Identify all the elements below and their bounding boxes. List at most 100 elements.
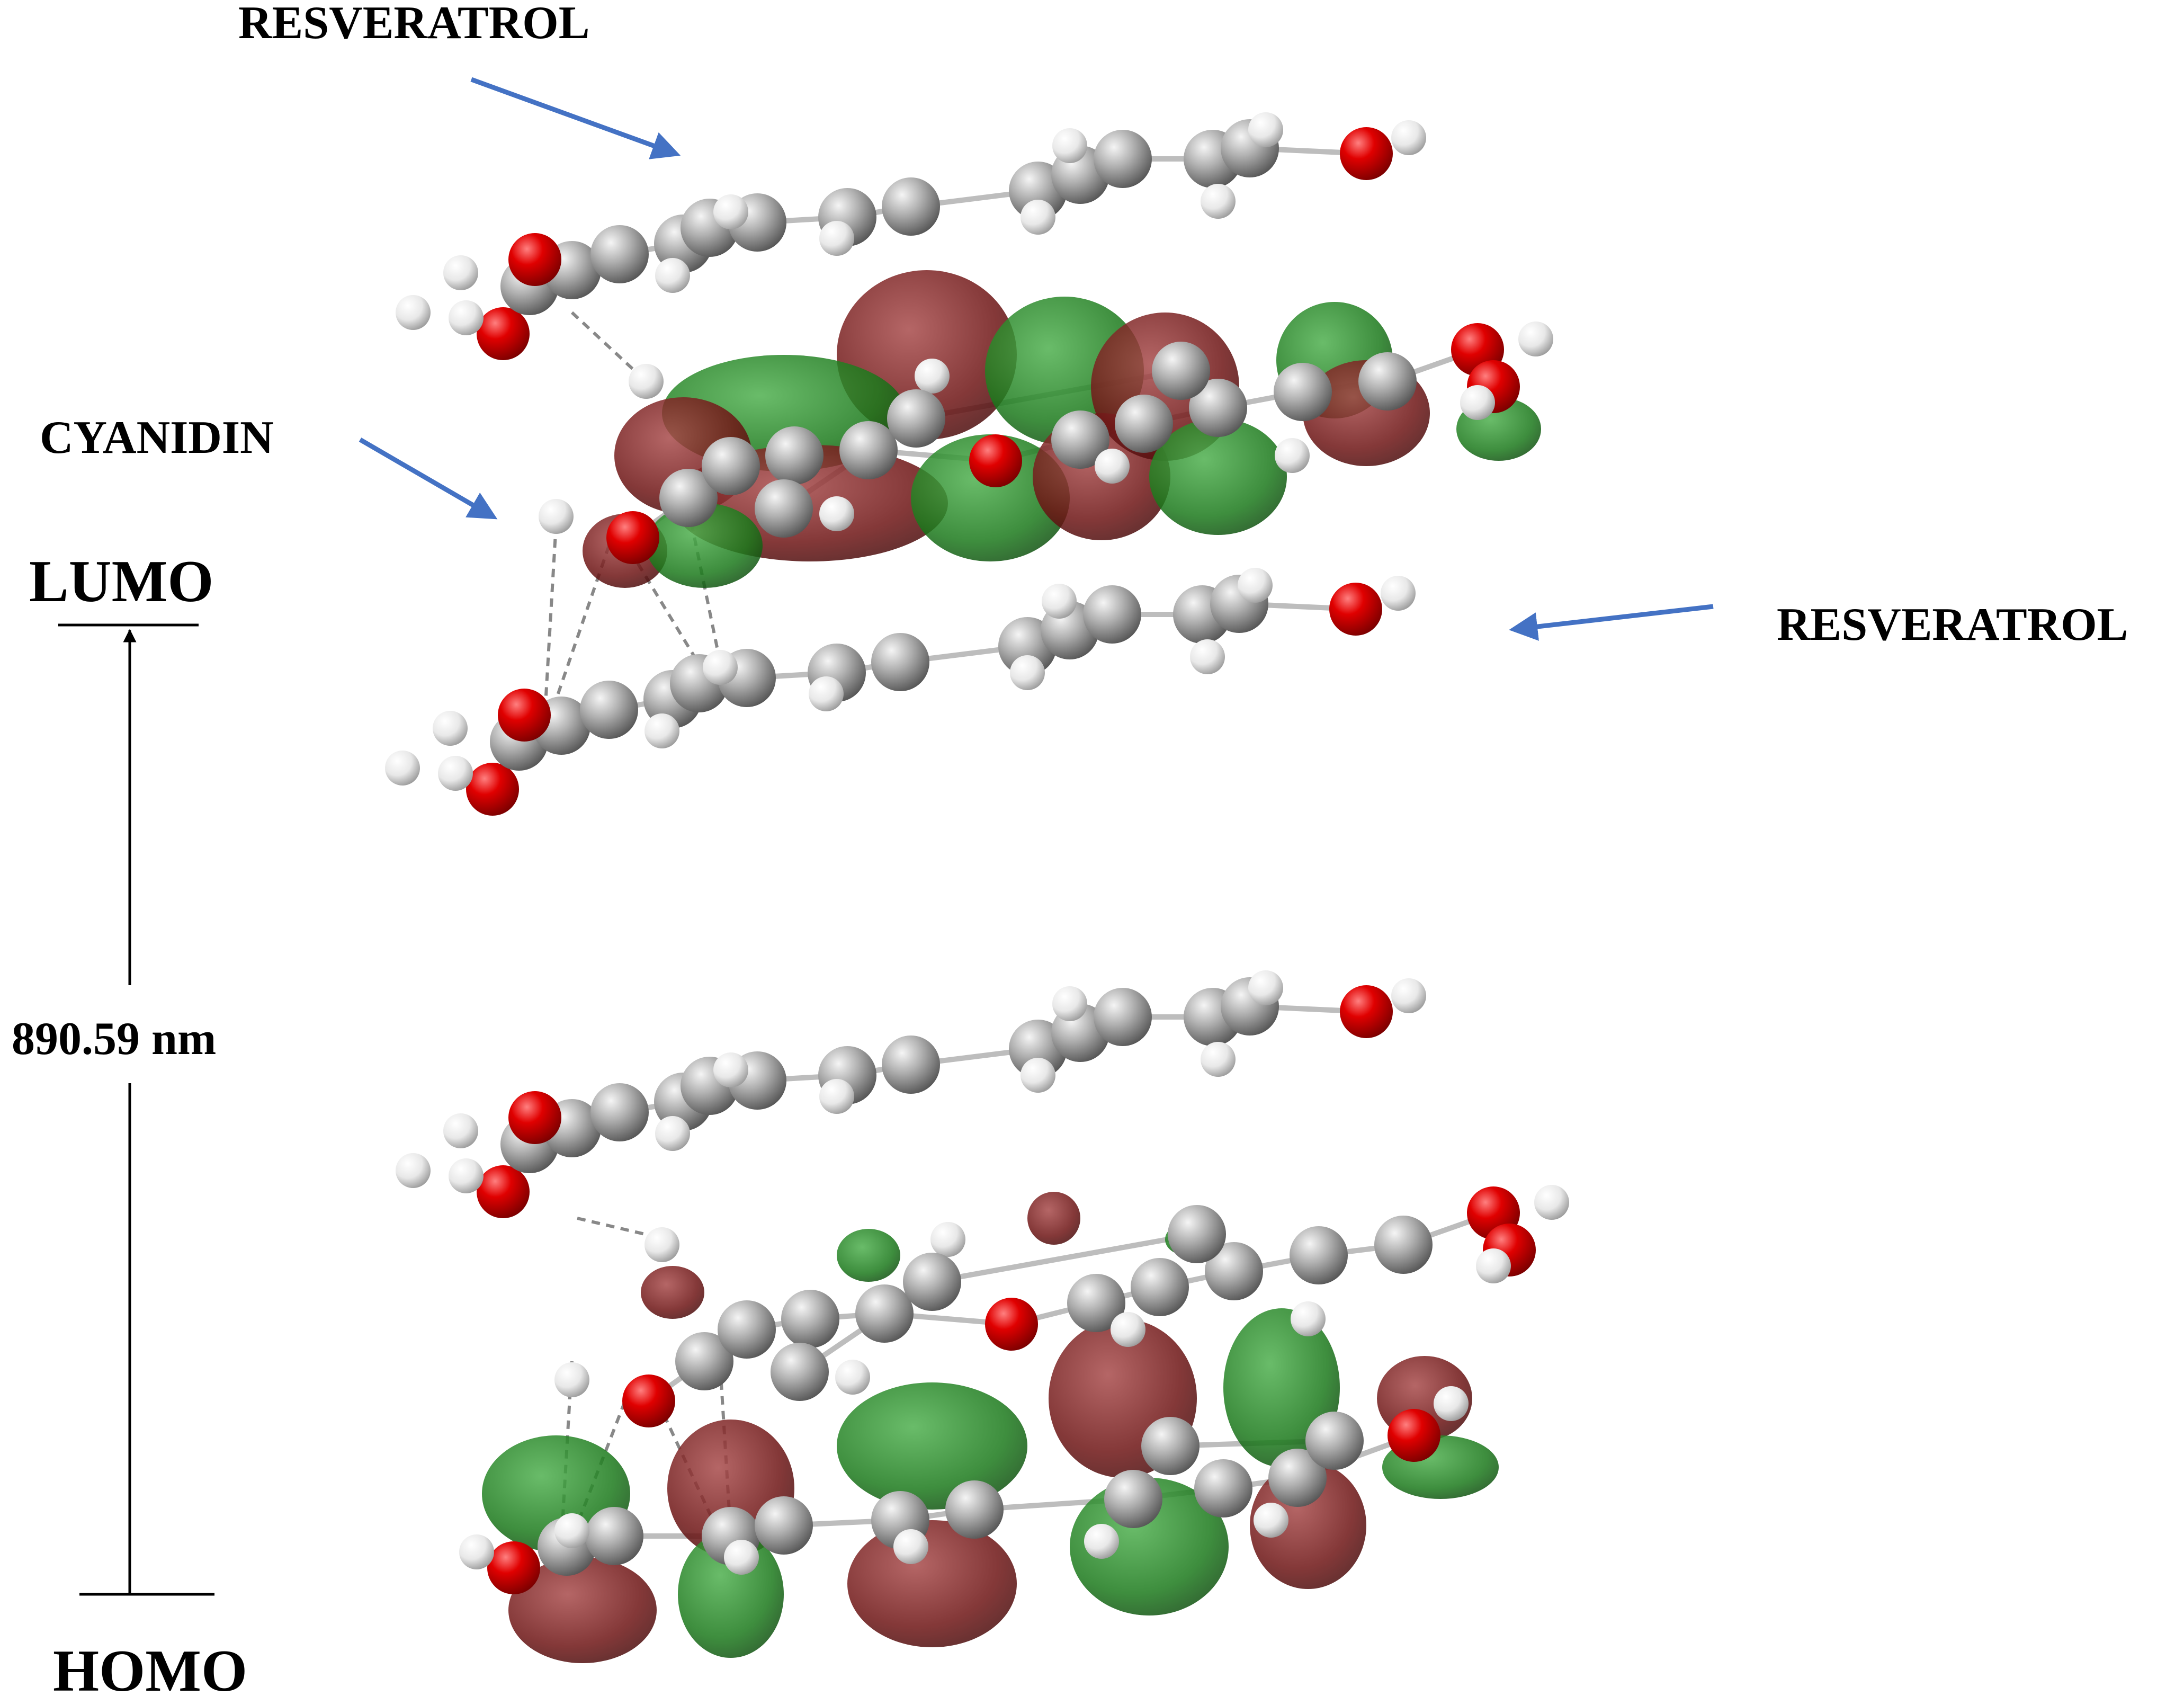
hydrogen-atom [459, 1534, 494, 1569]
resveratrol-right-pointer-arrow [1509, 604, 1714, 641]
label-resveratrol-right: RESVERATROL [1777, 599, 2128, 650]
hydrogen-atom [1084, 1524, 1119, 1559]
carbon-atom [765, 426, 824, 485]
carbon-atom [1152, 342, 1210, 400]
orbital-lobe-positive [847, 1520, 1017, 1647]
label-lumo: LUMO [29, 549, 213, 614]
carbon-atom [659, 469, 718, 527]
cyanidin-pointer-arrow [359, 438, 498, 520]
hydrogen-atom [655, 258, 690, 293]
carbon-atom [1168, 1205, 1226, 1263]
hydrogen-atom [645, 713, 679, 748]
hydrogen-atom [396, 1153, 431, 1188]
hydrogen-atom [1238, 568, 1273, 603]
hydrogen-atom [1052, 128, 1087, 163]
hydrogen-atom [396, 295, 431, 330]
hydrogen-atom [915, 359, 950, 394]
hydrogen-atom [433, 711, 468, 746]
carbon-atom [702, 437, 760, 495]
oxygen-atom [1340, 127, 1393, 180]
carbon-atom [1141, 1417, 1200, 1475]
hydrogen-atom [554, 1362, 589, 1397]
carbon-atom [585, 1507, 643, 1565]
carbon-atom [1115, 395, 1173, 453]
label-homo: HOMO [53, 1638, 247, 1696]
carbon-atom [903, 1253, 961, 1311]
oxygen-atom [606, 511, 659, 564]
oxygen-atom [1329, 583, 1382, 636]
hydrogen-atom [1021, 1058, 1055, 1093]
hydrogen-atom [930, 1222, 965, 1257]
hydrogen-atom [1476, 1248, 1511, 1283]
carbon-atom [945, 1480, 1004, 1539]
carbon-atom [781, 1290, 839, 1348]
hydrogen-atom [819, 221, 854, 256]
hydrogen-atom [703, 650, 738, 685]
oxygen-atom [1340, 985, 1393, 1038]
carbon-atom [1374, 1216, 1433, 1274]
hydrogen-atom [1434, 1386, 1469, 1421]
hydrogen-atom [1275, 438, 1310, 473]
hydrogen-atom [1518, 322, 1553, 356]
hydrogen-atom [629, 364, 664, 399]
carbon-atom [675, 1332, 733, 1390]
oxygen-atom [622, 1374, 675, 1427]
hydrogen-atom [1248, 970, 1283, 1005]
hydrogen-atom [713, 194, 748, 229]
hydrogen-bond [544, 524, 558, 705]
label-resveratrol-top: RESVERATROL [238, 0, 589, 49]
carbon-atom [855, 1284, 914, 1343]
carbon-atom [1274, 363, 1332, 421]
carbon-atom [839, 421, 898, 479]
carbon-atom [1268, 1449, 1327, 1507]
carbon-atom [1094, 988, 1152, 1046]
hydrogen-atom [1381, 576, 1416, 611]
oxygen-atom [508, 1091, 561, 1144]
energy-gap-axis [58, 623, 214, 1596]
carbon-atom [882, 1036, 940, 1094]
orbital-lobe-negative [646, 503, 763, 588]
hydrogen-bond [570, 311, 648, 383]
carbon-atom [1067, 1274, 1125, 1332]
carbon-atom [718, 1300, 776, 1359]
carbon-atom [871, 633, 929, 691]
carbon-atom [1290, 1226, 1348, 1284]
oxygen-atom [985, 1298, 1038, 1351]
carbon-atom [1131, 1258, 1189, 1316]
hydrogen-atom [1111, 1312, 1145, 1347]
hydrogen-atom [449, 1158, 484, 1193]
carbon-atom [1305, 1412, 1364, 1470]
hydrogen-atom [655, 1116, 690, 1151]
carbon-atom [771, 1343, 829, 1401]
hydrogen-atom [893, 1529, 928, 1564]
oxygen-atom [508, 233, 561, 286]
resveratrol-top-pointer-arrow [470, 77, 681, 159]
bond [932, 1231, 1197, 1284]
oxygen-atom [477, 1165, 530, 1218]
carbon-atom [1051, 410, 1109, 469]
carbon-atom [1194, 1459, 1252, 1518]
carbon-atom [590, 1083, 649, 1141]
label-cyanidin: CYANIDIN [40, 412, 274, 463]
hydrogen-atom [1052, 986, 1087, 1021]
carbon-atom [1205, 1242, 1263, 1300]
carbon-atom [1189, 379, 1247, 437]
hydrogen-atom [385, 751, 420, 785]
hydrogen-atom [809, 676, 844, 711]
hydrogen-atom [1042, 584, 1077, 619]
hydrogen-atom [1201, 184, 1236, 219]
hydrogen-atom [443, 1113, 478, 1148]
oxygen-atom [498, 689, 551, 742]
hydrogen-atom [1248, 112, 1283, 147]
hydrogen-atom [1391, 978, 1426, 1013]
orbital-lobe-positive [508, 1557, 657, 1663]
hydrogen-atom [554, 1513, 589, 1548]
hydrogen-atom [1534, 1185, 1569, 1220]
orbital-lobe-positive [1027, 1192, 1080, 1245]
hydrogen-atom [1291, 1301, 1326, 1336]
hydrogen-atom [1201, 1042, 1236, 1077]
hydrogen-atom [438, 756, 473, 791]
carbon-atom [1358, 352, 1417, 410]
oxygen-atom [466, 763, 519, 816]
